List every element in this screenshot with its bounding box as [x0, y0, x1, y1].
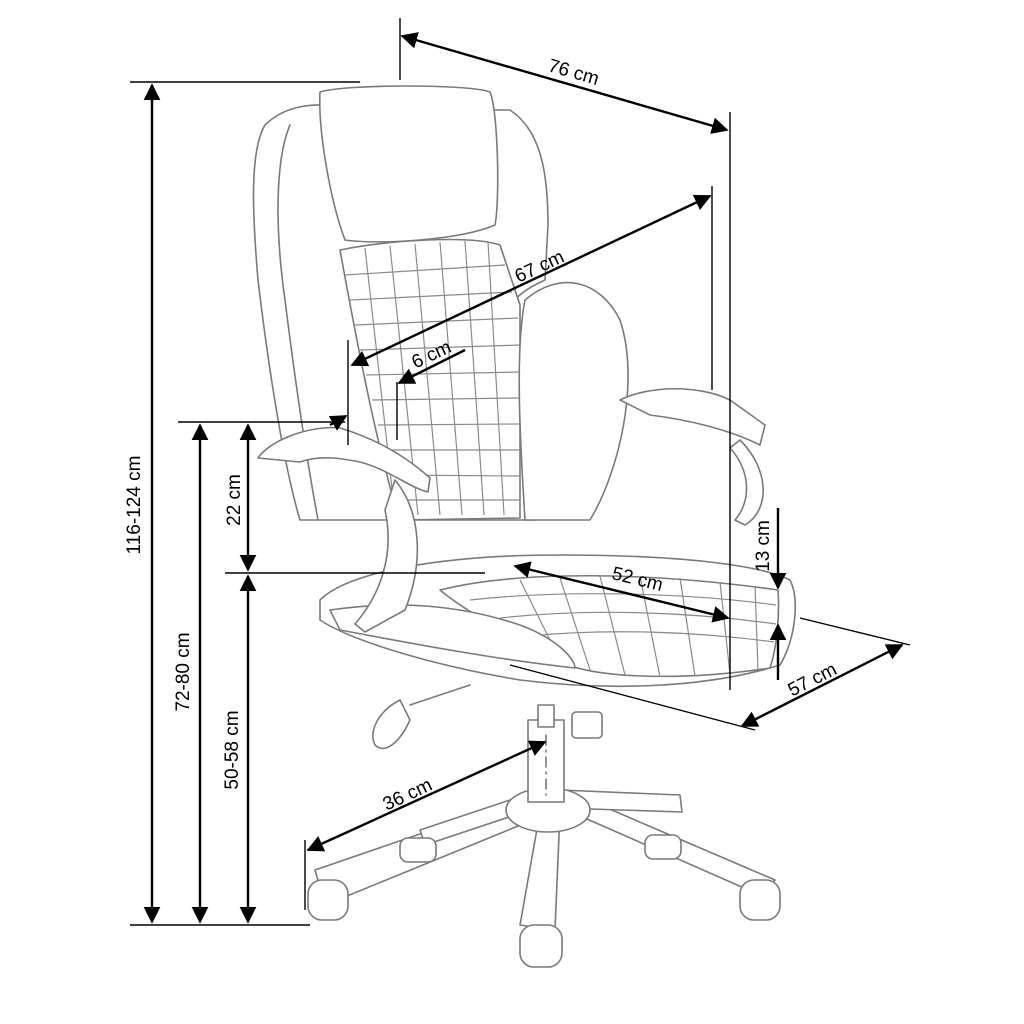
dim-armrest-width-right — [397, 348, 466, 385]
dim-backrest-height — [350, 194, 712, 367]
dim-seat-depth — [513, 561, 730, 623]
dim-base-radius — [306, 740, 547, 852]
tilt-lever — [372, 684, 471, 750]
label-seat-thickness: 13 cm — [753, 520, 774, 572]
label-seat-height: 50-58 cm — [222, 710, 243, 789]
dimension-lines — [130, 18, 911, 926]
chair-base — [307, 787, 781, 968]
dim-seat-width — [740, 643, 904, 728]
dim-armrest-width — [328, 414, 348, 431]
armrests — [257, 388, 766, 633]
label-seat-width: 57 cm — [785, 659, 841, 701]
label-overall-height: 116-124 cm — [124, 456, 145, 555]
label-armrest-height: 72-80 cm — [173, 632, 194, 711]
office-chair-illustration — [252, 85, 796, 968]
label-base-radius: 36 cm — [380, 775, 436, 816]
gas-lift — [527, 704, 603, 803]
dim-overall-width — [400, 32, 729, 134]
label-armrest-above-seat: 22 cm — [224, 474, 245, 526]
